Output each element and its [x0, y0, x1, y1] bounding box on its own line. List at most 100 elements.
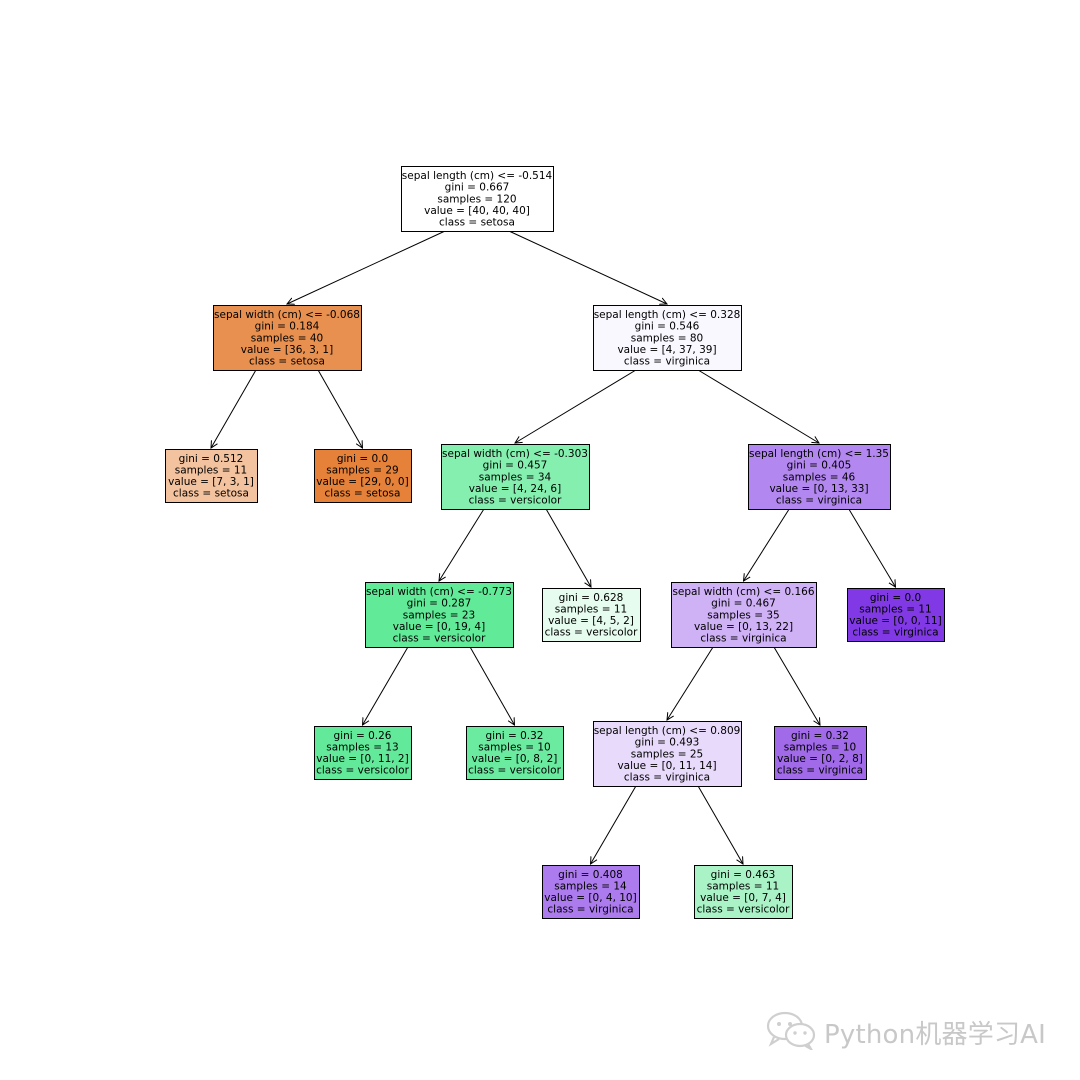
node-text-line: gini = 0.405	[787, 460, 852, 472]
node-text-line: gini = 0.287	[407, 598, 472, 610]
node-text-line: value = [0, 2, 8]	[777, 753, 863, 765]
node-text-line: gini = 0.184	[255, 321, 320, 333]
node-box	[165, 449, 258, 503]
node-text-line: class = versicolor	[469, 495, 562, 507]
node-text-line: class = versicolor	[697, 904, 790, 916]
node-text-line: gini = 0.32	[485, 730, 543, 742]
tree-edge-arrow	[287, 230, 446, 304]
tree-edge-arrow	[697, 369, 819, 443]
node-text-line: sepal length (cm) <= 1.35	[749, 448, 889, 460]
node-text-line: class = versicolor	[468, 765, 561, 777]
node-box	[593, 305, 742, 371]
node-text-line: samples = 11	[555, 604, 627, 616]
node-text-line: samples = 23	[403, 609, 475, 621]
tree-edge-arrow	[363, 646, 409, 725]
node-text-line: value = [0, 4, 10]	[544, 892, 636, 904]
node-box	[441, 444, 590, 510]
node-text-line: gini = 0.408	[558, 869, 623, 881]
node-text-line: class = virginica	[777, 765, 863, 777]
node-text-line: value = [0, 11, 14]	[617, 760, 716, 772]
node-text-line: value = [0, 7, 4]	[700, 892, 786, 904]
node-text-line: gini = 0.493	[635, 737, 700, 749]
node-text-line: class = virginica	[700, 633, 786, 645]
node-text-line: gini = 0.457	[483, 460, 548, 472]
node-text-line: gini = 0.0	[870, 592, 921, 604]
node-box	[466, 726, 564, 780]
node-text-line: samples = 10	[478, 742, 550, 754]
node-text-line: gini = 0.32	[791, 730, 849, 742]
node-text-line: value = [29, 0, 0]	[316, 476, 408, 488]
node-text-line: gini = 0.26	[333, 730, 391, 742]
node-text-line: samples = 11	[859, 604, 931, 616]
node-text-line: samples = 10	[784, 742, 856, 754]
tree-edge-arrow	[469, 646, 514, 725]
node-text-line: value = [4, 37, 39]	[617, 344, 716, 356]
node-box	[694, 865, 793, 919]
node-text-line: class = setosa	[439, 217, 515, 229]
node-text-line: samples = 25	[631, 748, 703, 760]
node-text-line: gini = 0.546	[635, 321, 700, 333]
node-text-line: sepal length (cm) <= 0.328	[594, 309, 741, 321]
node-text-line: samples = 46	[783, 471, 856, 483]
node-box	[314, 726, 412, 780]
node-text-line: value = [0, 13, 22]	[694, 621, 793, 633]
node-text-line: value = [0, 19, 4]	[393, 621, 485, 633]
node-text-line: gini = 0.628	[559, 592, 624, 604]
node-text-line: sepal width (cm) <= -0.303	[442, 448, 588, 460]
node-text-line: samples = 14	[554, 881, 627, 893]
tree-edge-arrow	[591, 785, 637, 864]
tree-edge-arrow	[697, 785, 743, 864]
node-box	[671, 582, 817, 648]
node-text-line: samples = 34	[479, 471, 552, 483]
node-text-line: class = versicolor	[393, 633, 486, 645]
node-text-line: samples = 40	[251, 332, 323, 344]
node-text-line: class = virginica	[624, 772, 710, 784]
node-text-line: samples = 11	[707, 881, 779, 893]
node-box	[748, 444, 891, 510]
node-text-line: value = [0, 11, 2]	[316, 753, 408, 765]
node-box	[847, 588, 945, 642]
node-text-line: class = setosa	[249, 356, 325, 368]
node-text-line: value = [7, 3, 1]	[168, 476, 254, 488]
tree-edge-arrow	[439, 508, 485, 581]
node-text-line: sepal width (cm) <= -0.068	[214, 309, 360, 321]
node-text-line: samples = 35	[707, 609, 779, 621]
tree-edge-arrow	[515, 369, 637, 443]
node-text-line: gini = 0.0	[337, 453, 388, 465]
node-box	[593, 721, 742, 787]
tree-edge-arrow	[317, 369, 362, 448]
node-box	[401, 166, 554, 232]
node-box	[365, 582, 514, 648]
node-text-line: value = [4, 5, 2]	[548, 615, 634, 627]
watermark: Python机器学习AI	[766, 1010, 1046, 1055]
tree-edge-arrow	[744, 508, 790, 581]
node-text-line: gini = 0.463	[711, 869, 776, 881]
node-text-line: gini = 0.667	[445, 182, 510, 194]
tree-edge-arrow	[211, 369, 257, 448]
node-text-line: sepal length (cm) <= 0.809	[594, 725, 741, 737]
node-text-line: samples = 11	[175, 465, 247, 477]
node-box	[314, 449, 412, 503]
node-text-line: class = versicolor	[545, 627, 638, 639]
node-text-line: gini = 0.467	[711, 598, 776, 610]
tree-edge-arrow	[508, 230, 667, 304]
node-text-line: class = virginica	[776, 495, 862, 507]
node-box	[774, 726, 867, 780]
node-text-line: gini = 0.512	[179, 453, 244, 465]
node-text-line: samples = 120	[437, 193, 516, 205]
node-text-line: samples = 80	[631, 332, 703, 344]
tree-edge-arrow	[545, 508, 591, 587]
